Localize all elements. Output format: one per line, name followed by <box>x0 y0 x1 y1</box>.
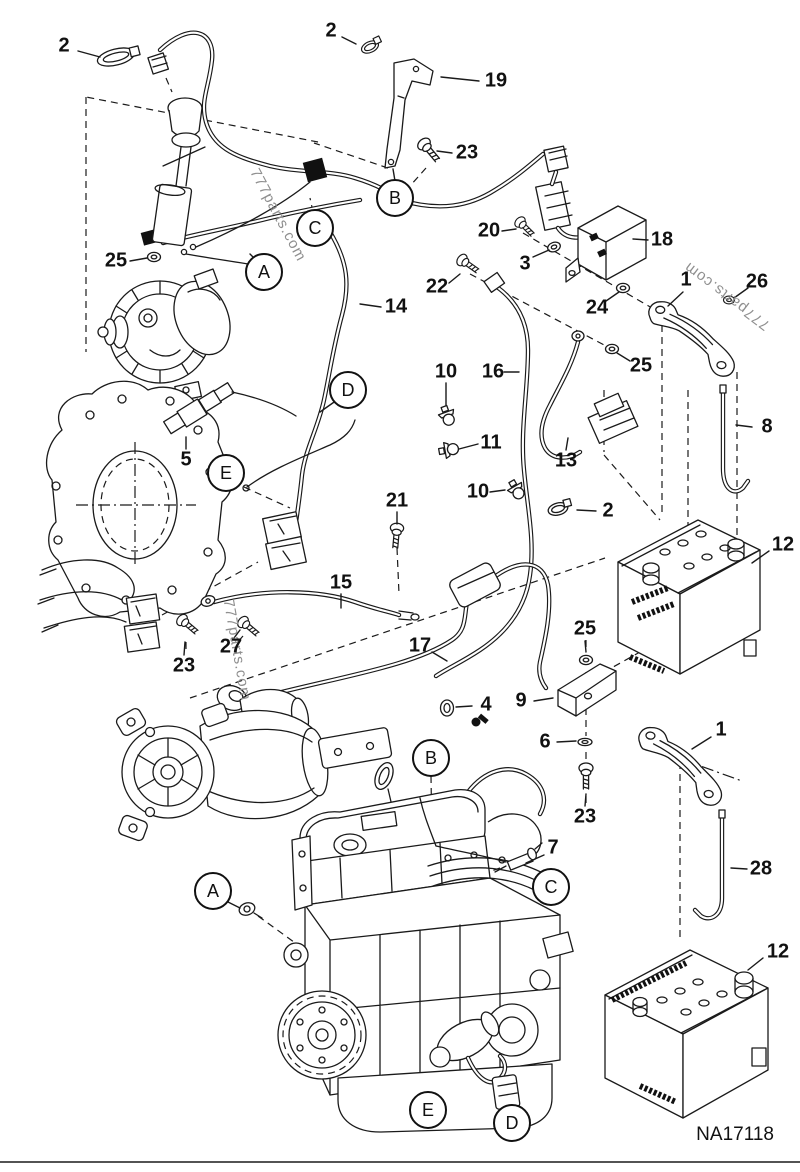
sensor-5 <box>163 382 297 435</box>
clamp-11 <box>437 439 461 461</box>
cable-15 <box>200 590 420 621</box>
nut-25-alt <box>146 251 162 263</box>
bolt-23-top <box>414 135 444 166</box>
battery-lower <box>604 949 769 1119</box>
grommet-4 <box>439 699 489 727</box>
nut-26 <box>722 295 736 305</box>
j-bolt-8 <box>719 384 751 494</box>
cable-17 <box>216 562 552 712</box>
clamp-10-upper <box>435 403 459 429</box>
battery-bracket-upper <box>645 300 739 378</box>
cable-16 <box>433 271 534 679</box>
fuel-solenoid <box>429 1011 521 1110</box>
nut-3 <box>545 239 563 255</box>
glow-plug-7 <box>494 842 543 873</box>
nut-25-lower <box>578 654 594 666</box>
bolt-22 <box>454 251 482 277</box>
cable-13 <box>539 330 639 460</box>
bolt-27 <box>234 613 263 640</box>
sensor-a-lower <box>238 902 263 919</box>
left-connector-bundle <box>37 559 161 653</box>
battery-upper <box>617 519 761 675</box>
bolt-21 <box>388 522 405 550</box>
cable-14-connectors <box>262 511 307 571</box>
battery-bracket-lower <box>632 725 729 807</box>
flywheel-plate <box>45 380 233 617</box>
nut-25-mid <box>604 343 620 355</box>
hose-clamp-top <box>358 35 385 57</box>
drawing-number: NA17118 <box>696 1124 774 1145</box>
nut-24 <box>615 282 631 294</box>
bolt-20 <box>512 214 538 240</box>
bolt-23-left <box>173 611 202 638</box>
bracket-19 <box>384 58 434 169</box>
bolt-23-lower <box>578 762 594 790</box>
bracket-9 <box>557 663 617 717</box>
starter-motor <box>115 688 329 842</box>
washer-6 <box>577 737 593 747</box>
leader-lines <box>77 36 770 971</box>
alternator <box>97 268 231 402</box>
wire-e <box>242 419 356 492</box>
cable-14 <box>262 229 349 571</box>
relay-18 <box>535 145 647 283</box>
main-wire-harness <box>140 30 546 267</box>
fuel-sender <box>96 45 206 247</box>
clamp-2-mid <box>545 497 574 519</box>
j-bolt-28 <box>692 809 726 921</box>
